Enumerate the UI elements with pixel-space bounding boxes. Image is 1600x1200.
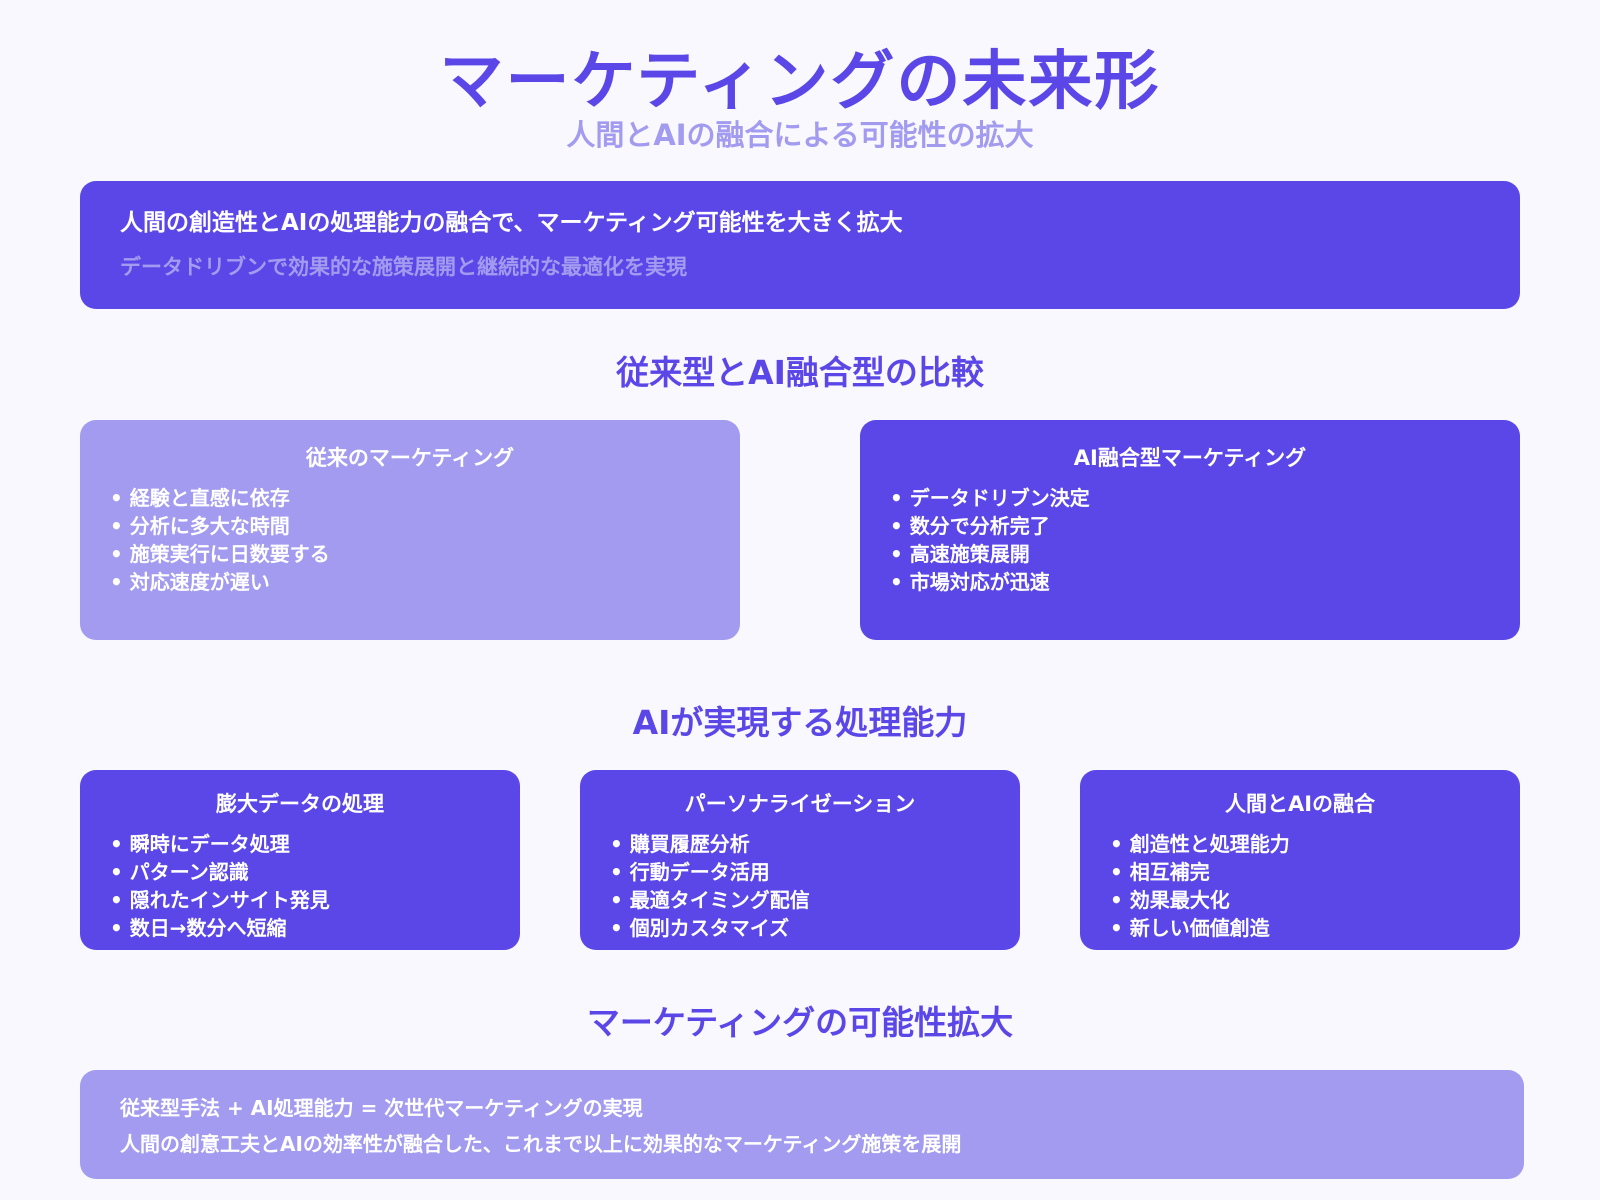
list-item: 高速施策展開 — [890, 540, 1490, 568]
list-item: 瞬時にデータ処理 — [110, 830, 490, 858]
list-item: 最適タイミング配信 — [610, 886, 990, 914]
expansion-box: 従来型手法 + AI処理能力 = 次世代マーケティングの実現 人間の創意工夫とA… — [80, 1070, 1524, 1179]
list-item: パターン認識 — [110, 858, 490, 886]
summary-banner: 人間の創造性とAIの処理能力の融合で、マーケティング可能性を大きく拡大 データド… — [80, 181, 1520, 309]
list-item: 数日→数分へ短縮 — [110, 914, 490, 942]
card-title: 人間とAIの融合 — [1224, 792, 1376, 816]
banner-subline: データドリブンで効果的な施策展開と継続的な最適化を実現 — [120, 255, 687, 279]
card-title: 従来のマーケティング — [305, 446, 515, 470]
list-item: 新しい価値創造 — [1110, 914, 1490, 942]
list-item: データドリブン決定 — [890, 484, 1490, 512]
list-item: 隠れたインサイト発見 — [110, 886, 490, 914]
list-item: 市場対応が迅速 — [890, 568, 1490, 596]
traditional-card: 従来のマーケティング 経験と直感に依存 分析に多大な時間 施策実行に日数要する … — [80, 420, 740, 640]
list-item: 経験と直感に依存 — [110, 484, 710, 512]
capability-card: 膨大データの処理 瞬時にデータ処理 パターン認識 隠れたインサイト発見 数日→数… — [80, 770, 520, 950]
card-title: AI融合型マーケティング — [1073, 446, 1307, 470]
list-item: 施策実行に日数要する — [110, 540, 710, 568]
expansion-formula: 従来型手法 + AI処理能力 = 次世代マーケティングの実現 — [120, 1096, 643, 1120]
list-item: 創造性と処理能力 — [1110, 830, 1490, 858]
expansion-description: 人間の創意工夫とAIの効率性が融合した、これまで以上に効果的なマーケティング施策… — [120, 1132, 962, 1156]
list-item: 購買履歴分析 — [610, 830, 990, 858]
list-item: 分析に多大な時間 — [110, 512, 710, 540]
comparison-heading: 従来型とAI融合型の比較 — [616, 353, 984, 392]
banner-headline: 人間の創造性とAIの処理能力の融合で、マーケティング可能性を大きく拡大 — [120, 210, 903, 236]
expansion-heading: マーケティングの可能性拡大 — [586, 1003, 1014, 1042]
ai-card: AI融合型マーケティング データドリブン決定 数分で分析完了 高速施策展開 市場… — [860, 420, 1520, 640]
card-title: 膨大データの処理 — [216, 792, 384, 816]
list-item: 効果最大化 — [1110, 886, 1490, 914]
capability-card: パーソナライゼーション 購買履歴分析 行動データ活用 最適タイミング配信 個別カ… — [580, 770, 1020, 950]
list-item: 数分で分析完了 — [890, 512, 1490, 540]
page-subtitle: 人間とAIの融合による可能性の拡大 — [566, 118, 1034, 152]
list-item: 対応速度が遅い — [110, 568, 710, 596]
list-item: 個別カスタマイズ — [610, 914, 990, 942]
capability-card: 人間とAIの融合 創造性と処理能力 相互補完 効果最大化 新しい価値創造 — [1080, 770, 1520, 950]
capabilities-heading: AIが実現する処理能力 — [632, 703, 968, 742]
list-item: 行動データ活用 — [610, 858, 990, 886]
list-item: 相互補完 — [1110, 858, 1490, 886]
page-title: マーケティングの未来形 — [439, 45, 1161, 119]
card-title: パーソナライゼーション — [684, 792, 916, 816]
